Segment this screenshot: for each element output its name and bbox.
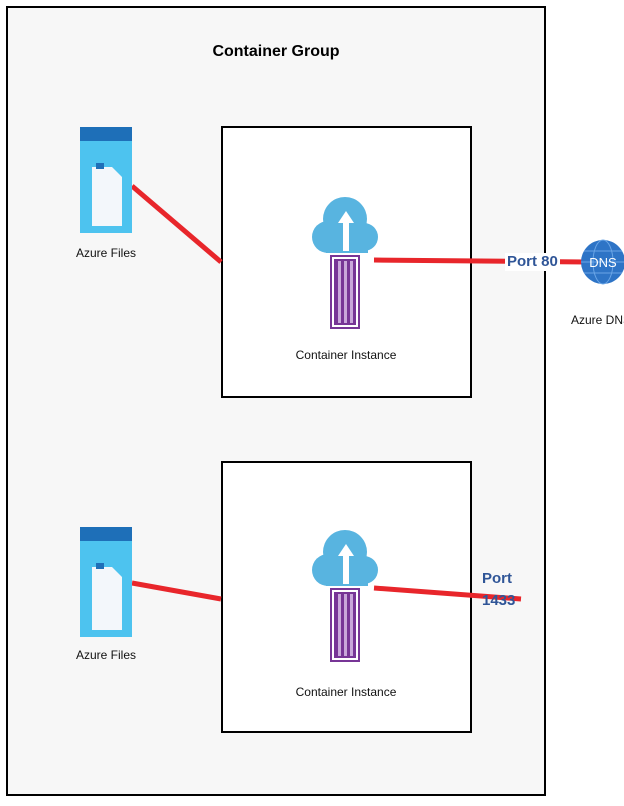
container-group-title: Container Group bbox=[212, 43, 340, 60]
azure-dns-icon: DNS bbox=[581, 239, 624, 285]
container-instance-icon bbox=[312, 197, 378, 329]
azure-files-label-bottom: Azure Files bbox=[75, 648, 137, 662]
port-80-label: Port 80 bbox=[505, 253, 560, 271]
port-1433-line2: 1433 bbox=[482, 592, 516, 609]
container-instance-label-bottom: Container Instance bbox=[295, 685, 397, 699]
container-instance-label-top: Container Instance bbox=[295, 348, 397, 362]
port-1433-label: Port 1433 bbox=[482, 570, 515, 610]
azure-files-icon bbox=[80, 527, 132, 637]
azure-files-icon bbox=[80, 127, 132, 233]
dns-badge-text: DNS bbox=[589, 255, 617, 270]
connector-files-bottom bbox=[131, 580, 222, 602]
connector-files-top bbox=[130, 184, 223, 264]
azure-files-label-top: Azure Files bbox=[75, 246, 137, 260]
azure-dns-label: Azure DNS bbox=[570, 313, 624, 327]
container-instance-icon bbox=[312, 530, 378, 662]
port-1433-line1: Port bbox=[482, 570, 512, 587]
connector-instance-port-1433 bbox=[373, 585, 522, 602]
